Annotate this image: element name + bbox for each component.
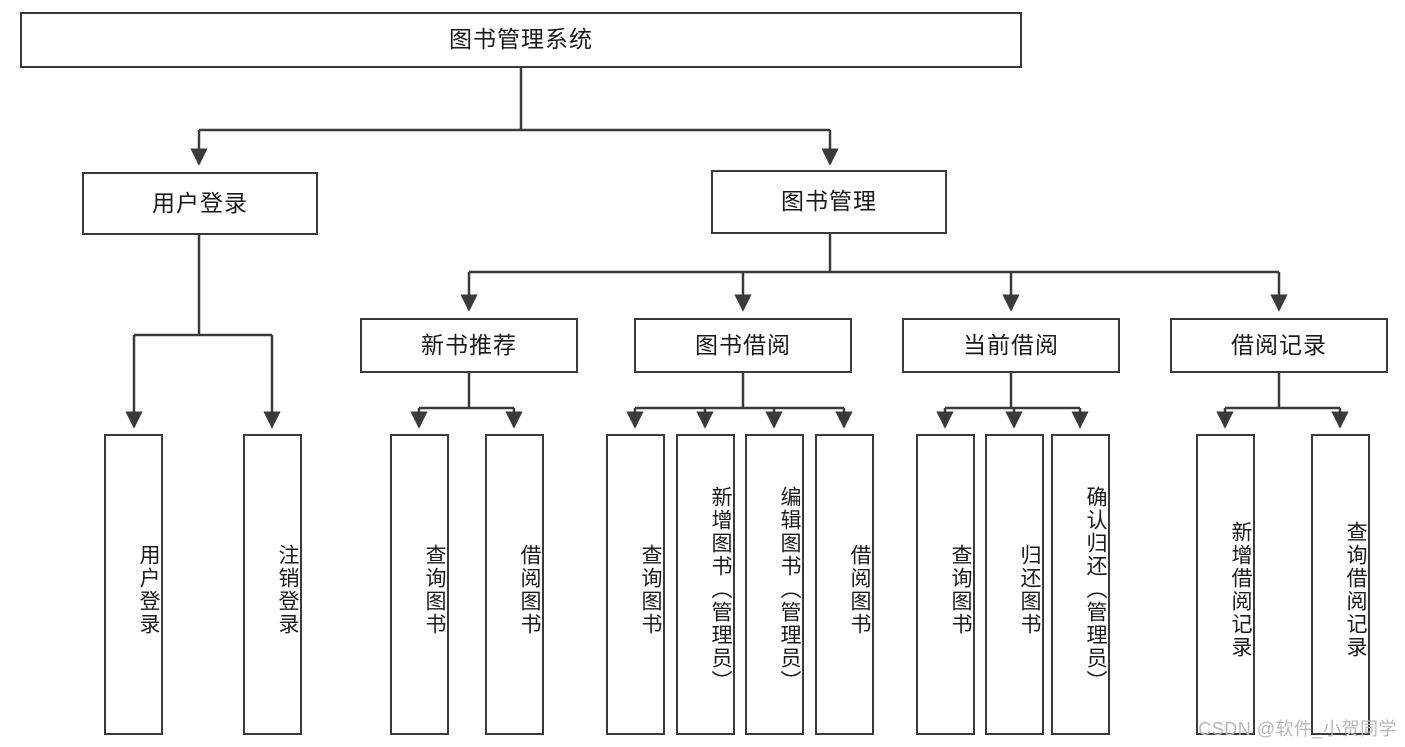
- node-new-book-recommend-label: 新书推荐: [421, 331, 517, 358]
- node-user-login-label: 用户登录: [152, 189, 248, 216]
- leaf-label: 新增图书（管理员）: [709, 486, 732, 693]
- node-book-management[interactable]: 图书管理: [711, 170, 947, 234]
- node-borrow-record-label: 借阅记录: [1231, 331, 1327, 358]
- node-current-borrow[interactable]: 当前借阅: [902, 318, 1120, 373]
- leaf-borrow-record-2[interactable]: 查询借阅记录: [1311, 434, 1370, 735]
- node-book-management-label: 图书管理: [781, 188, 877, 215]
- leaf-current-borrow-1[interactable]: 查询图书: [916, 434, 975, 735]
- leaf-label: 查询图书: [949, 543, 972, 636]
- node-borrow-record[interactable]: 借阅记录: [1170, 318, 1388, 373]
- leaf-label: 查询图书: [423, 543, 446, 636]
- csdn-watermark: CSDN @软件_小贺同学: [1198, 719, 1397, 739]
- leaf-label: 借阅图书: [848, 543, 871, 636]
- node-book-borrow-label: 图书借阅: [695, 331, 791, 358]
- leaf-label: 编辑图书（管理员）: [778, 486, 801, 693]
- leaf-user-login-1[interactable]: 用户登录: [104, 434, 163, 735]
- leaf-label: 归还图书: [1018, 543, 1041, 636]
- node-book-borrow[interactable]: 图书借阅: [634, 318, 852, 373]
- leaf-borrow-record-1[interactable]: 新增借阅记录: [1196, 434, 1255, 735]
- leaf-book-borrow-3[interactable]: 编辑图书（管理员）: [745, 434, 804, 735]
- leaf-book-borrow-2[interactable]: 新增图书（管理员）: [676, 434, 735, 735]
- leaf-label: 查询借阅记录: [1344, 520, 1367, 659]
- leaf-user-login-2[interactable]: 注销登录: [243, 434, 302, 735]
- leaf-label: 确认归还（管理员）: [1084, 486, 1107, 693]
- leaf-label: 用户登录: [137, 543, 160, 636]
- leaf-label: 借阅图书: [518, 543, 541, 636]
- leaf-new-book-1[interactable]: 查询图书: [390, 434, 449, 735]
- node-user-login[interactable]: 用户登录: [82, 172, 318, 235]
- leaf-book-borrow-4[interactable]: 借阅图书: [815, 434, 874, 735]
- leaf-current-borrow-3[interactable]: 确认归还（管理员）: [1051, 434, 1110, 735]
- leaf-label: 查询图书: [639, 543, 662, 636]
- leaf-label: 注销登录: [276, 543, 299, 636]
- leaf-new-book-2[interactable]: 借阅图书: [485, 434, 544, 735]
- node-root-label: 图书管理系统: [449, 26, 593, 53]
- node-root[interactable]: 图书管理系统: [20, 12, 1022, 68]
- node-current-borrow-label: 当前借阅: [963, 331, 1059, 358]
- leaf-current-borrow-2[interactable]: 归还图书: [985, 434, 1044, 735]
- node-new-book-recommend[interactable]: 新书推荐: [360, 318, 578, 373]
- leaf-book-borrow-1[interactable]: 查询图书: [606, 434, 665, 735]
- leaf-label: 新增借阅记录: [1229, 520, 1252, 659]
